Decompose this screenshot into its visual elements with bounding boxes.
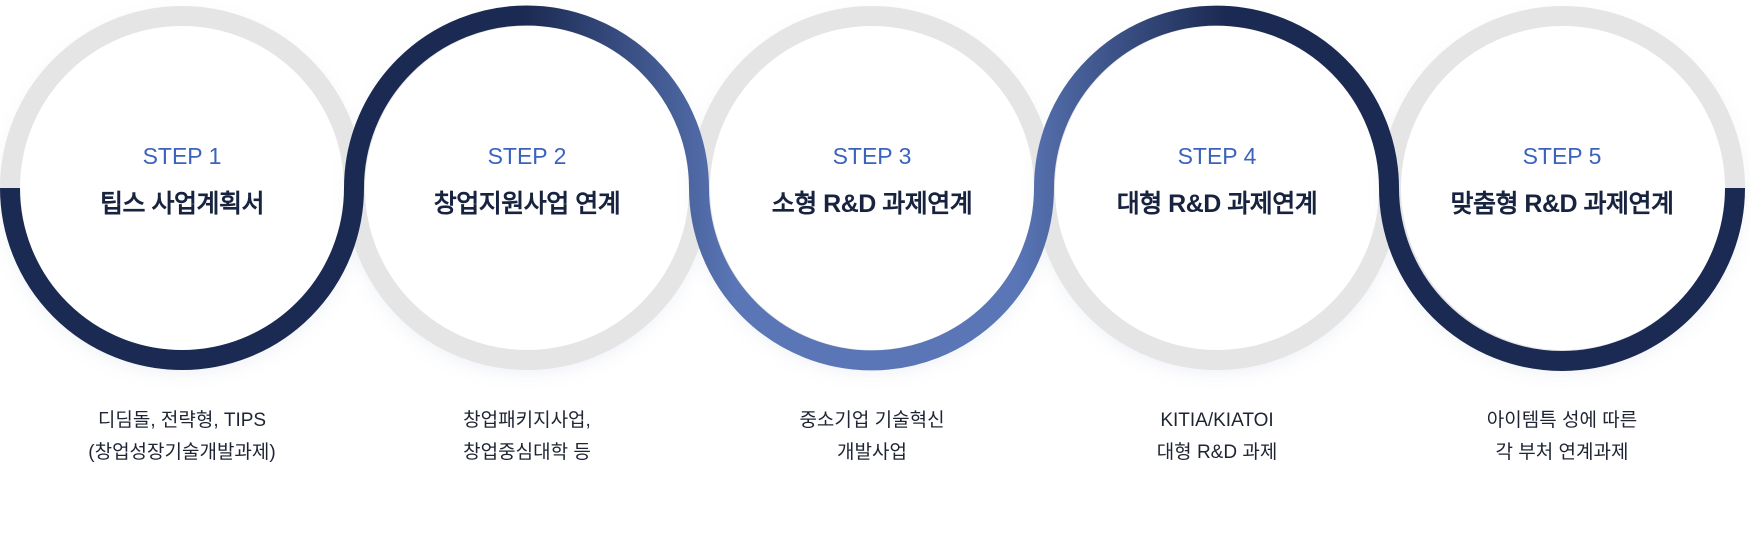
step-title: 소형 R&D 과제연계 bbox=[771, 190, 973, 218]
desc-line: 디딤돌, 전략형, TIPS bbox=[97, 410, 267, 431]
step-label: STEP 4 bbox=[1177, 143, 1257, 169]
desc-line: 창업패키지사업, bbox=[463, 410, 591, 431]
step-label: STEP 1 bbox=[142, 143, 222, 169]
step-label: STEP 5 bbox=[1522, 143, 1602, 169]
desc-line: 창업중심대학 등 bbox=[463, 442, 591, 463]
step-title: 팁스 사업계획서 bbox=[100, 190, 264, 218]
step-title: 맞춤형 R&D 과제연계 bbox=[1450, 190, 1674, 218]
desc-line: 각 부처 연계과제 bbox=[1495, 442, 1629, 463]
step-label: STEP 3 bbox=[832, 143, 912, 169]
desc-line: KITIA/KIATOI bbox=[1160, 410, 1274, 431]
step-circle-bg bbox=[692, 8, 1052, 368]
step-label: STEP 2 bbox=[487, 143, 567, 169]
step-title: 대형 R&D 과제연계 bbox=[1116, 190, 1318, 218]
step-title: 창업지원사업 연계 bbox=[433, 190, 621, 218]
desc-line: 개발사업 bbox=[837, 442, 907, 463]
desc-line: 대형 R&D 과제 bbox=[1156, 442, 1278, 463]
step-description: 디딤돌, 전략형, TIPS (창업성장기술개발과제) bbox=[12, 405, 352, 469]
step-description: 창업패키지사업, 창업중심대학 등 bbox=[357, 405, 697, 469]
step-description: KITIA/KIATOI 대형 R&D 과제 bbox=[1047, 405, 1387, 469]
desc-line: 중소기업 기술혁신 bbox=[799, 410, 945, 431]
progress-wave bbox=[0, 5, 1745, 371]
step-circle-bg bbox=[347, 8, 707, 368]
desc-line: 아이템특 성에 따른 bbox=[1486, 410, 1638, 431]
step-circle-bg bbox=[1037, 8, 1397, 368]
step-circle-bg bbox=[2, 8, 362, 368]
step-circle-bg bbox=[1383, 8, 1743, 368]
desc-line: (창업성장기술개발과제) bbox=[88, 442, 276, 463]
